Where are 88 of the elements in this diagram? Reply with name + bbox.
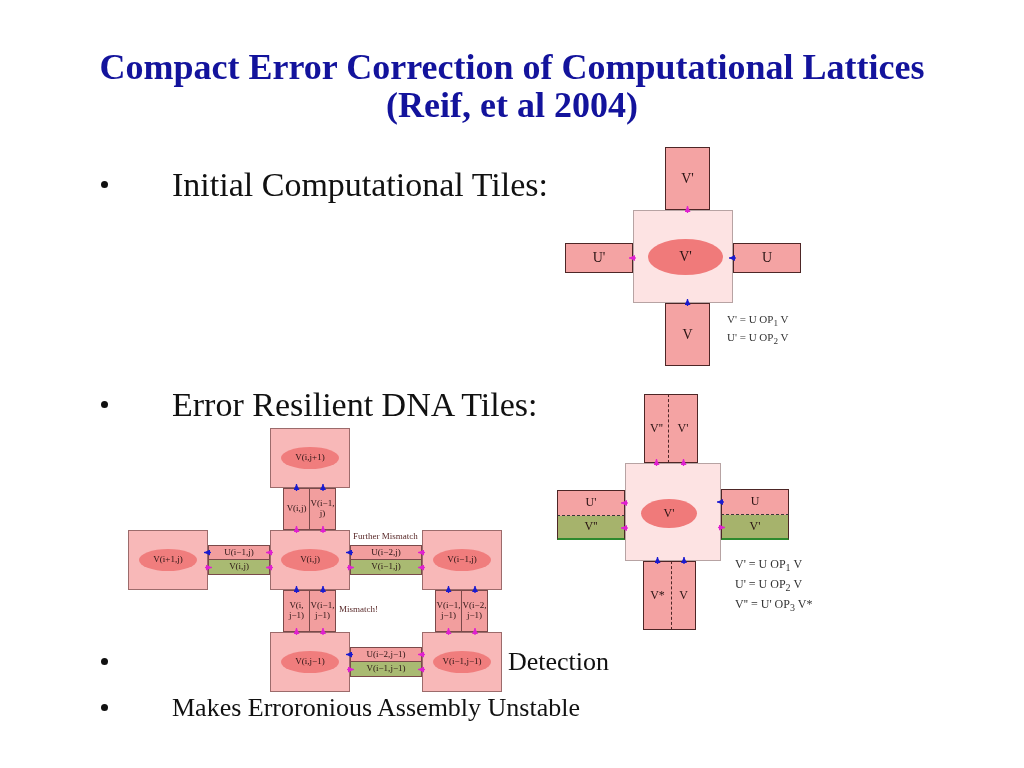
tile-body [625, 463, 721, 561]
lattice-tile [270, 428, 350, 488]
arrow [346, 666, 355, 673]
arrow [445, 627, 452, 636]
arrow [445, 585, 452, 594]
tile-ellipse: V(i,j−1) [281, 651, 339, 673]
lattice-tile [128, 530, 208, 590]
arrow [728, 255, 737, 261]
equation: U' = U OP$_{2}$ V [727, 331, 789, 347]
equation: V' = U OP$_{1}$ V [727, 313, 789, 329]
arm-strip: V'' [644, 394, 669, 463]
arrow [716, 499, 725, 505]
bullet-text: Makes Erroronious Assembly Unstable [172, 693, 580, 723]
tile-ellipse: V(i,j) [281, 549, 339, 571]
arrow [472, 585, 478, 594]
arrow [265, 564, 274, 571]
arrow [265, 549, 274, 556]
arrow [620, 525, 629, 531]
arrow [320, 585, 326, 594]
tile-arm: U [733, 243, 801, 273]
tile-arm: U' [565, 243, 633, 273]
pad-strip: V(i−1,j) [350, 560, 422, 575]
equation: U' = U OP$_{2}$ V [735, 578, 803, 594]
bullet-text: Error Resilient DNA Tiles: [172, 385, 538, 425]
arrow [472, 627, 478, 636]
pad-strip: V(i,j) [208, 560, 270, 575]
tile-arm: V [665, 303, 710, 366]
lattice-tile [270, 632, 350, 692]
bullet-text: Detection [508, 647, 610, 677]
pad-strip: U(i−2,j−1) [350, 647, 422, 662]
arm-strip: U' [557, 490, 625, 516]
arrow [293, 525, 300, 534]
tile-ellipse: V(i,j+1) [281, 447, 339, 469]
tile-body [633, 210, 733, 303]
annotation: Mismatch! [339, 604, 378, 615]
arrow [320, 525, 326, 534]
pad-strip: V(i,j−1) [283, 590, 310, 632]
arm-strip: V' [721, 515, 789, 540]
arrow [293, 585, 300, 594]
bullet-text: Initial Computational Tiles: [172, 165, 548, 205]
equation: V' = U OP$_{1}$ V [735, 558, 803, 574]
arrow [654, 556, 661, 565]
arrow [417, 564, 426, 571]
arrow [717, 524, 726, 531]
slide-title: Compact Error Correction of Computational Lattices (Reif, et al 2004) [98, 48, 926, 124]
tile-ellipse: V' [641, 499, 697, 528]
pad-strip: U(i−2,j) [350, 545, 422, 560]
arrow [417, 549, 426, 556]
arrow [628, 255, 637, 261]
arrow [293, 483, 300, 492]
arrow [345, 651, 354, 658]
lattice-tile [422, 530, 502, 590]
arm-strip: V' [669, 394, 698, 463]
arrow [681, 556, 687, 565]
arrow [203, 549, 212, 556]
lattice-tile [422, 632, 502, 692]
annotation: Further Mismatch [353, 531, 418, 542]
arm-strip: U [721, 489, 789, 515]
arrow [417, 651, 426, 658]
arrow [653, 458, 660, 467]
arrow [320, 627, 326, 636]
arrow [680, 458, 687, 467]
arrow [346, 564, 355, 571]
arrow [320, 483, 326, 492]
pad-strip: V(i−1,j) [310, 488, 336, 530]
pad-strip: V(i,j) [283, 488, 310, 530]
tile-ellipse: V(i−1,j−1) [433, 651, 491, 673]
arrow [293, 627, 300, 636]
arrow [684, 298, 691, 307]
pad-strip: V(i−2,j−1) [462, 590, 488, 632]
arm-strip: V'' [557, 516, 625, 540]
pad-strip: V(i−1,j−1) [310, 590, 336, 632]
tile-arm: V' [665, 147, 710, 210]
arrow [620, 500, 629, 506]
equation: V'' = U' OP$_{3}$ V* [735, 598, 813, 614]
tile-ellipse: V' [648, 239, 723, 275]
arm-strip: V [672, 561, 696, 630]
arm-strip: V* [643, 561, 672, 630]
pad-strip: V(i−1,j−1) [350, 662, 422, 677]
lattice-tile [270, 530, 350, 590]
tile-ellipse: V(i−1,j) [433, 549, 491, 571]
arrow [345, 549, 354, 556]
tile-ellipse: V(i+1,j) [139, 549, 197, 571]
pad-strip: U(i−1,j) [208, 545, 270, 560]
arrow [204, 564, 213, 571]
pad-strip: V(i−1,j−1) [435, 590, 462, 632]
arrow [684, 205, 691, 214]
arrow [417, 666, 426, 673]
